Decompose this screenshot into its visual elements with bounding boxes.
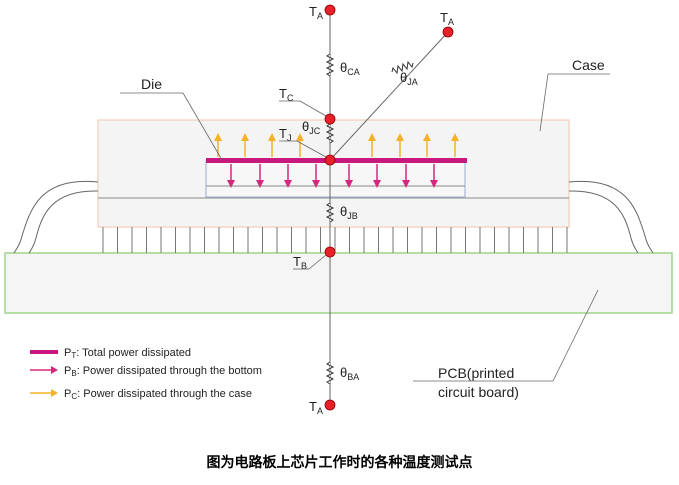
node-tc [324,113,336,125]
node-tj [324,154,336,166]
down-arrow [345,164,353,188]
legend-label-bottom: PB: Power dissipated through the bottom [64,365,262,378]
node-ta-top [324,4,336,16]
total-power-bar [206,158,467,163]
up-arrow [423,133,431,157]
up-arrow [451,133,459,157]
resistor-ca [325,53,335,77]
label-pcb-line1: PCB(printed [438,365,514,381]
label-case: Case [572,57,605,73]
legend: PT: Total power dissipated PB: Power dis… [30,347,262,401]
label-ta-top: TA [309,4,323,21]
label-tc: TC [279,86,294,103]
up-arrow [214,133,222,157]
label-theta-ba: θBA [340,365,359,382]
down-arrow [256,164,264,188]
up-arrow [368,133,376,157]
node-tb [324,246,336,258]
resistor-ba [325,361,335,385]
label-ta-bottom: TA [309,399,323,416]
legend-label-case: PC: Power dissipated through the case [64,388,252,401]
label-pcb-line2: circuit board) [438,384,519,400]
label-tb: TB [293,254,307,271]
resistor-ja [391,60,414,75]
label-theta-jc: θJC [302,119,321,136]
pcb-board [4,252,673,314]
node-ta-bottom [324,399,336,411]
label-die: Die [141,76,162,92]
label-theta-jb: θJB [340,204,358,221]
case-power-arrows [214,133,459,157]
down-arrow [312,164,320,188]
solder-pins [102,227,568,253]
label-ta-right: TA [440,10,454,27]
label-tj: TJ [279,126,291,143]
legend-swatch-total [30,350,58,354]
node-ta-right [442,26,454,38]
resistor-jc [325,123,335,144]
label-theta-ca: θCA [340,60,360,77]
thermal-path-ja [329,31,449,161]
up-arrow [241,133,249,157]
die-body [205,160,466,198]
down-arrow [373,164,381,188]
down-arrow [402,164,410,188]
figure-caption: 图为电路板上芯片工作时的各种温度测试点 [206,455,473,471]
up-arrow [268,133,276,157]
down-arrow [284,164,292,188]
legend-label-total: PT: Total power dissipated [64,347,191,360]
resistor-jb [325,202,335,223]
bottom-power-arrows [227,164,438,188]
down-arrow [227,164,235,188]
up-arrow [396,133,404,157]
left-lead [13,180,99,254]
label-theta-ja: θJA [400,70,418,87]
down-arrow [430,164,438,188]
right-lead [568,180,654,254]
